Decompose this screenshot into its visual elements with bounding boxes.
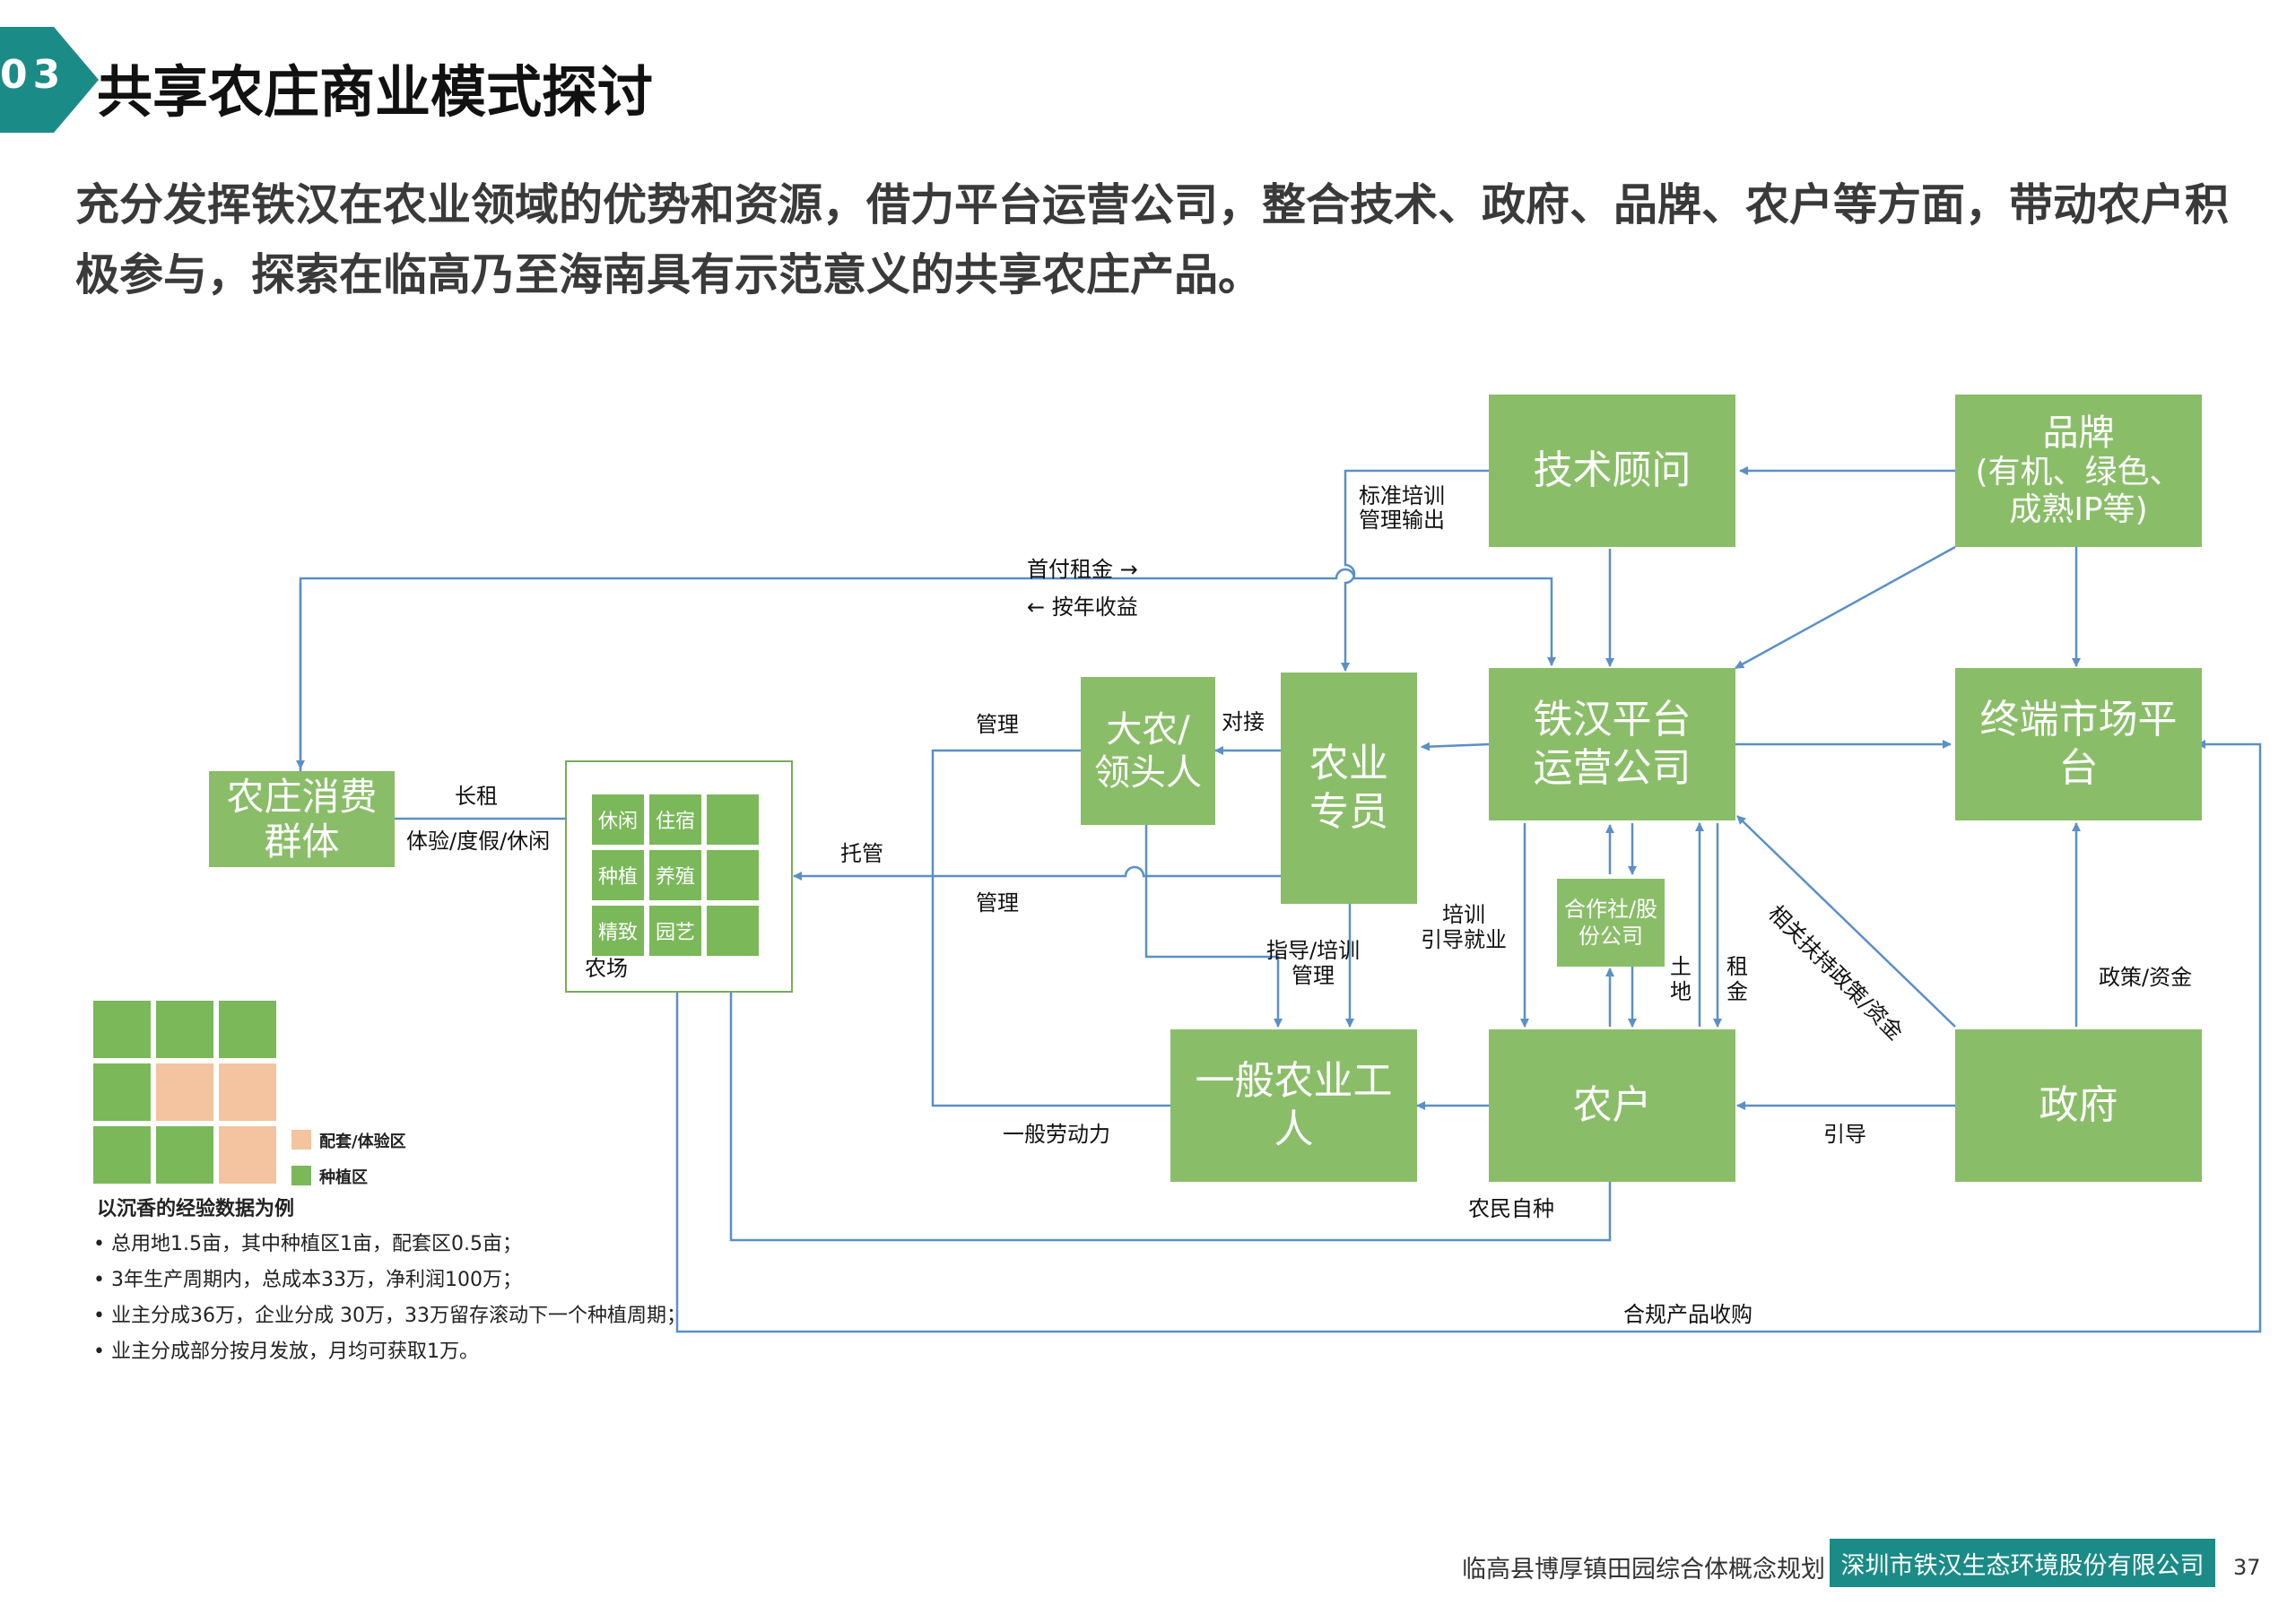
farm-cell-refined: 精致 bbox=[592, 906, 644, 956]
footer-company: 深圳市铁汉生态环境股份有限公司 bbox=[1830, 1539, 2215, 1587]
label-guide: 引导 bbox=[1823, 1122, 1866, 1147]
label-train: 培训 bbox=[1442, 902, 1485, 927]
agri-specialist-node: 农业专员 bbox=[1281, 673, 1417, 904]
farm-cell-breeding: 养殖 bbox=[649, 850, 701, 900]
farm-cell-blank bbox=[707, 850, 759, 900]
intro-paragraph: 充分发挥铁汉在农业领域的优势和资源，借力平台运营公司，整合技术、政府、品牌、农户… bbox=[75, 179, 2230, 300]
label-first-rent: 首付租金 → bbox=[1027, 557, 1138, 582]
farm-cell-blank bbox=[707, 906, 759, 956]
legend-grid bbox=[93, 1001, 278, 1185]
label-experience: 体验/度假/休闲 bbox=[406, 829, 551, 854]
label-guide-employ: 引导就业 bbox=[1421, 927, 1507, 952]
label-manage-2: 管理 bbox=[976, 890, 1019, 916]
page-title: 共享农庄商业模式探讨 bbox=[97, 59, 654, 125]
section-number: 03 bbox=[0, 52, 66, 98]
label-annual-income: ← 按年收益 bbox=[1027, 595, 1138, 620]
label-trusteeship: 托管 bbox=[840, 841, 883, 866]
farm-cell-gardening: 园艺 bbox=[649, 906, 701, 956]
page-number: 37 bbox=[2233, 1555, 2261, 1580]
terminal-market-node: 终端市场平台 bbox=[1955, 668, 2202, 820]
legend-supporting: 配套/体验区 bbox=[319, 1133, 406, 1151]
farm-cell-lodging: 住宿 bbox=[649, 794, 701, 845]
legend-swatch-planting bbox=[291, 1166, 311, 1185]
label-manage-3: 管理 bbox=[1292, 963, 1335, 988]
section-badge bbox=[0, 27, 99, 133]
legend-planting: 种植区 bbox=[319, 1168, 368, 1187]
label-general-labor: 一般劳动力 bbox=[1003, 1122, 1110, 1147]
coop-node: 合作社/股份公司 bbox=[1557, 879, 1665, 967]
farm-label: 农场 bbox=[585, 956, 628, 981]
label-self-plant: 农民自种 bbox=[1468, 1196, 1554, 1221]
farm-cell-blank bbox=[707, 794, 759, 845]
note-item: • 业主分成部分按月发放，月均可获取1万。 bbox=[93, 1341, 479, 1363]
brand-title: 品牌 bbox=[2042, 412, 2115, 454]
government-node: 政府 bbox=[1955, 1029, 2202, 1182]
label-connect: 对接 bbox=[1222, 709, 1265, 734]
tech-advisor-node: 技术顾问 bbox=[1489, 395, 1735, 547]
legend-swatch-supporting bbox=[291, 1130, 311, 1150]
note-item: • 业主分成36万，企业分成 30万，33万留存滚动下一个种植周期； bbox=[93, 1305, 686, 1327]
consumer-group-node: 农庄消费群体 bbox=[209, 771, 395, 867]
label-standard-training: 标准培训 bbox=[1359, 483, 1445, 508]
general-worker-node: 一般农业工人 bbox=[1170, 1029, 1417, 1182]
notes-list: • 总用地1.5亩，其中种植区1亩，配套区0.5亩； • 3年生产周期内，总成本… bbox=[93, 1227, 686, 1370]
label-long-rent: 长租 bbox=[455, 784, 498, 809]
label-land: 土地 bbox=[1670, 954, 1692, 1004]
farmer-node: 农户 bbox=[1489, 1029, 1735, 1182]
farm-node: 休闲 住宿 种植 养殖 精致 园艺 农场 bbox=[565, 760, 793, 993]
label-manage-1: 管理 bbox=[976, 712, 1019, 737]
label-mgmt-output: 管理输出 bbox=[1359, 508, 1445, 533]
label-policy-fund: 政策/资金 bbox=[2099, 965, 2193, 990]
brand-subtitle: (有机、绿色、成熟IP等) bbox=[1975, 454, 2182, 528]
note-item: • 总用地1.5亩，其中种植区1亩，配套区0.5亩； bbox=[93, 1233, 522, 1255]
farm-cell-planting: 种植 bbox=[592, 850, 644, 900]
label-compliant-purchase: 合规产品收购 bbox=[1623, 1302, 1752, 1327]
note-item: • 3年生产周期内，总成本33万，净利润100万； bbox=[93, 1269, 522, 1291]
label-rent: 租金 bbox=[1726, 954, 1748, 1004]
farm-cell-leisure: 休闲 bbox=[592, 794, 644, 845]
footer-project: 临高县博厚镇田园综合体概念规划 bbox=[1462, 1556, 1825, 1584]
notes-title: 以沉香的经验数据为例 bbox=[97, 1198, 295, 1220]
brand-node: 品牌 (有机、绿色、成熟IP等) bbox=[1955, 395, 2202, 547]
label-guide-train: 指导/培训 bbox=[1266, 938, 1361, 963]
platform-node: 铁汉平台运营公司 bbox=[1489, 668, 1735, 820]
big-farmer-node: 大农/领头人 bbox=[1081, 677, 1215, 825]
